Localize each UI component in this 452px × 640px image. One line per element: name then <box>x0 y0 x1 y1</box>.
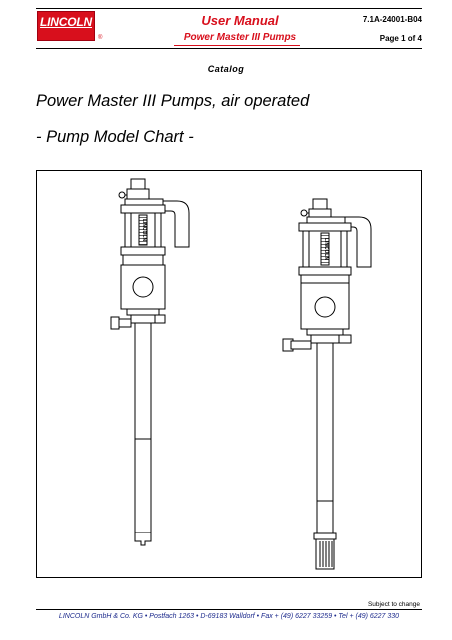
pump-left-label: LINCOLN <box>141 219 147 242</box>
header-title: User Manual <box>201 13 279 28</box>
document-number: 7.1A-24001-B04 <box>362 15 422 24</box>
header-top-rule <box>36 8 422 9</box>
pump-right-label: LINCOLN <box>323 238 329 261</box>
page-title: Power Master III Pumps, air operated <box>36 92 310 110</box>
header-subtitle-underline <box>174 45 300 46</box>
footer-rule <box>36 609 422 610</box>
pump-figure: LINCOLN <box>36 170 422 578</box>
lincoln-logo: LINCOLN ® <box>37 11 102 43</box>
page-number: Page 1 of 4 <box>379 34 422 43</box>
logo-badge <box>37 11 95 41</box>
footer-contact: LINCOLN GmbH & Co. KG • Postfach 1263 • … <box>58 613 400 620</box>
logo-text: LINCOLN <box>40 15 92 29</box>
pump-right: LINCOLN <box>282 198 372 570</box>
page-subtitle: - Pump Model Chart - <box>36 128 194 146</box>
pump-drawings: LINCOLN <box>110 178 372 570</box>
header-bottom-rule <box>36 48 422 49</box>
subject-to-change-note: Subject to change <box>367 601 420 608</box>
logo-registered-mark: ® <box>98 35 103 41</box>
section-label: Catalog <box>207 64 245 74</box>
pump-left: LINCOLN <box>110 178 190 546</box>
header-subtitle: Power Master III Pumps <box>183 32 297 43</box>
